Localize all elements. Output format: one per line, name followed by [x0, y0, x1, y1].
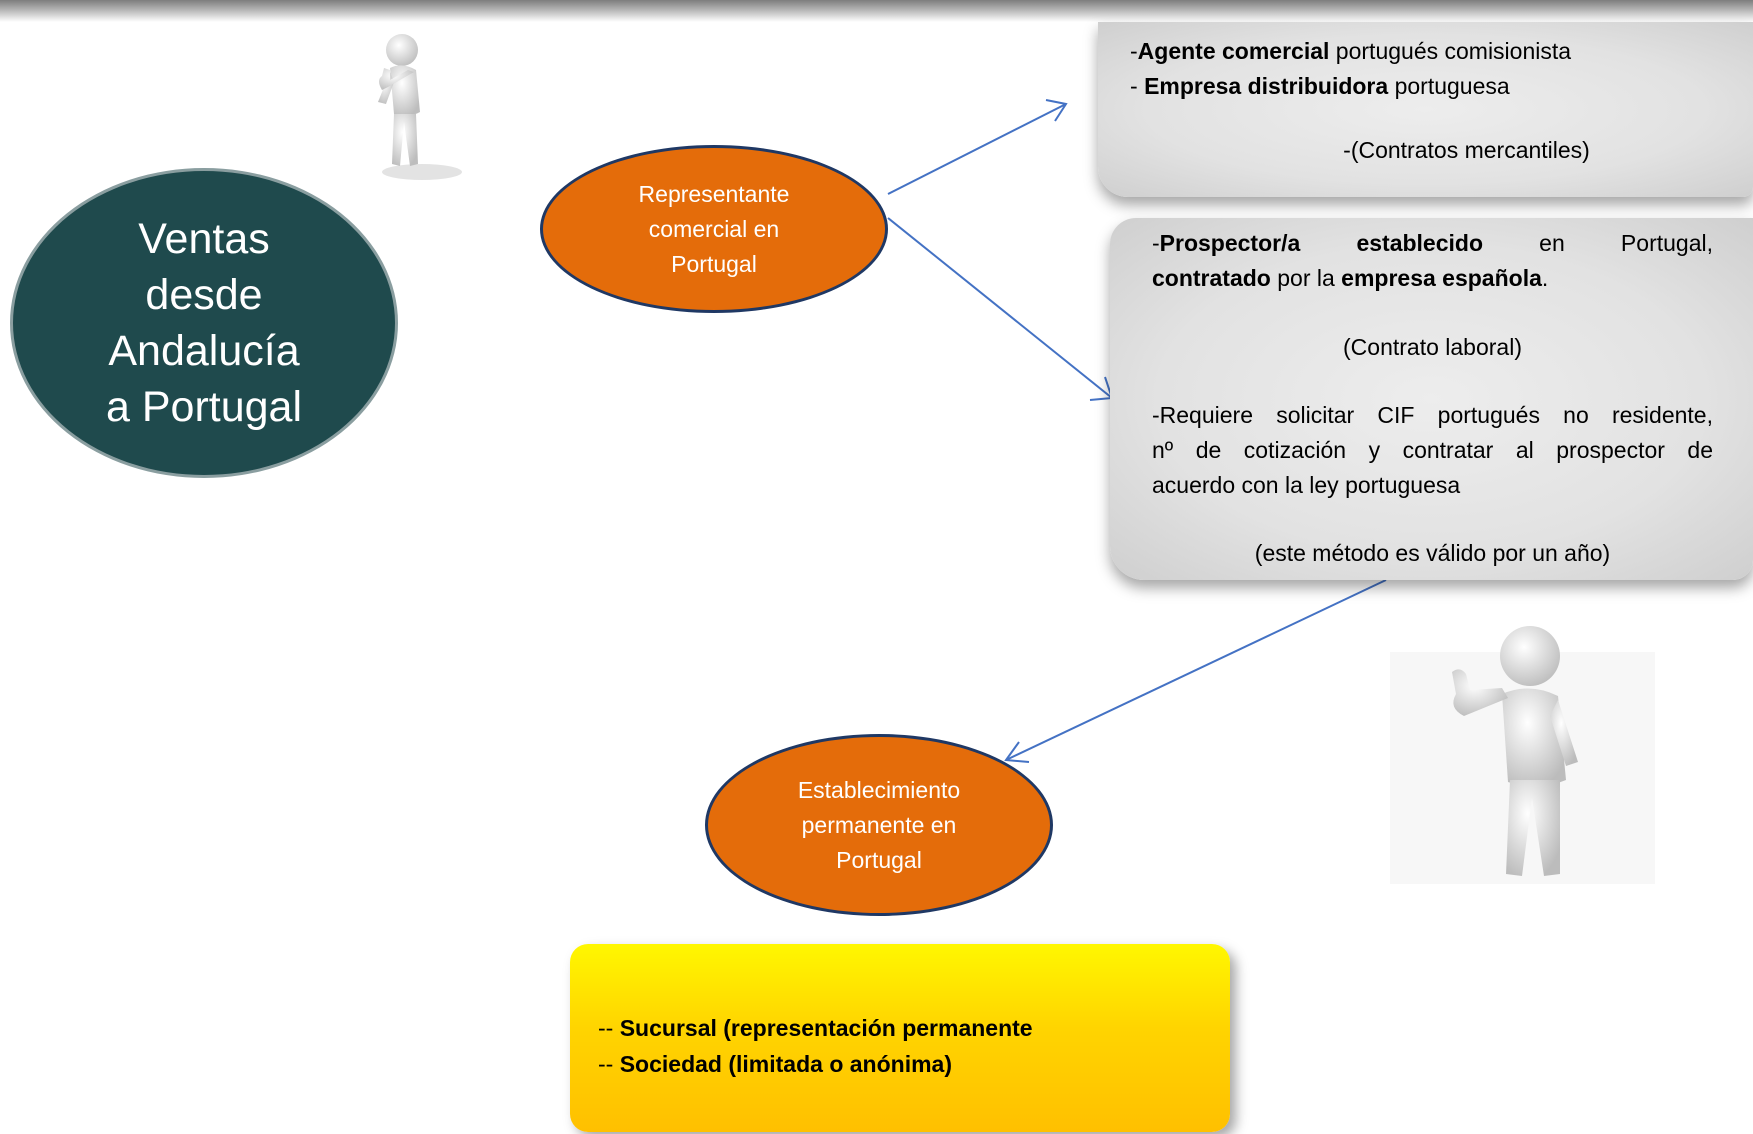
- establecimiento-node: Establecimiento permanente en Portugal: [705, 734, 1053, 916]
- dash: -: [1130, 38, 1138, 64]
- box-a-line-1-rest: portugués comisionista: [1329, 38, 1572, 64]
- sociedad-text: Sociedad (limitada o anónima): [619, 1051, 952, 1077]
- thumbs-up-person-icon: [360, 32, 480, 182]
- box-a-line-2-rest: portuguesa: [1388, 73, 1510, 99]
- agente-comercial-text: Agente comercial: [1137, 38, 1330, 64]
- dash: --: [598, 1015, 620, 1041]
- empresa-distribuidora-text: Empresa distribuidora: [1144, 73, 1389, 99]
- requisitos-line-1: -Requiere solicitar CIF portugués no res…: [1152, 402, 1713, 428]
- sociedad-line: -- Sociedad (limitada o anónima): [598, 1046, 1230, 1082]
- main-node-label: Ventas desde Andalucía a Portugal: [84, 211, 324, 435]
- establecimiento-label: Establecimiento permanente en Portugal: [774, 773, 984, 878]
- rep-line-2: comercial en: [648, 215, 780, 242]
- arrow-rep-to-box-a: [887, 103, 1067, 195]
- arrow-rep-to-box-b: [887, 217, 1113, 399]
- contrato-laboral-text: (Contrato laboral): [1343, 334, 1522, 360]
- contratado-text: contratado: [1152, 265, 1271, 291]
- top-shadow-band: [0, 0, 1753, 22]
- establecimiento-options-box: -- Sucursal (representación permanente -…: [570, 944, 1230, 1132]
- main-line-2: desde: [145, 271, 263, 319]
- main-node-ventas: Ventas desde Andalucía a Portugal: [10, 168, 398, 478]
- prospector-box: -Prospector/a establecido en Portugal, c…: [1110, 218, 1753, 580]
- representante-label: Representante comercial en Portugal: [619, 177, 809, 282]
- requisitos-line-3: acuerdo con la ley portuguesa: [1152, 472, 1461, 498]
- sucursal-text: Sucursal (representación permanente: [619, 1015, 1033, 1041]
- main-line-3: Andalucía: [108, 327, 300, 375]
- box-a-line-2: - Empresa distribuidora portuguesa: [1130, 69, 1713, 104]
- prospector-text: Prospector/a establecido: [1159, 230, 1483, 256]
- requisitos-line-2: nº de cotización y contratar al prospect…: [1152, 437, 1713, 463]
- arrow-head-c: [1004, 741, 1030, 763]
- por-la-text: por la: [1270, 265, 1342, 291]
- box-b-line-1: -Prospector/a establecido en Portugal,: [1152, 226, 1713, 261]
- mercantile-contracts-box: -Agente comercial portugués comisionista…: [1098, 22, 1753, 197]
- dash: -: [1130, 73, 1145, 99]
- contratos-mercantiles-text: -(Contratos mercantiles): [1343, 137, 1590, 163]
- est-line-3: Portugal: [836, 846, 922, 873]
- box-b-line-1-rest: en Portugal,: [1483, 230, 1713, 256]
- sucursal-line: -- Sucursal (representación permanente: [598, 1010, 1230, 1046]
- empresa-espanola-text: empresa española: [1341, 265, 1542, 291]
- main-line-1: Ventas: [138, 215, 270, 263]
- main-line-4: a Portugal: [105, 383, 303, 431]
- dash: --: [598, 1051, 620, 1077]
- est-line-2: permanente en: [801, 811, 957, 838]
- dash: -: [1152, 230, 1160, 256]
- rep-line-1: Representante: [638, 180, 790, 207]
- arrow-head-a: [1045, 99, 1068, 122]
- rep-line-3: Portugal: [671, 250, 757, 277]
- arrow-box-b-to-est: [1005, 579, 1387, 761]
- est-line-1: Establecimiento: [797, 776, 961, 803]
- validez-text: (este método es válido por un año): [1254, 540, 1611, 566]
- thumbs-up-person-icon: [1390, 612, 1655, 884]
- box-a-line-1: -Agente comercial portugués comisionista: [1130, 34, 1713, 69]
- box-b-line-2: contratado por la empresa española.: [1152, 261, 1713, 296]
- period: .: [1541, 265, 1549, 291]
- representante-node: Representante comercial en Portugal: [540, 145, 888, 313]
